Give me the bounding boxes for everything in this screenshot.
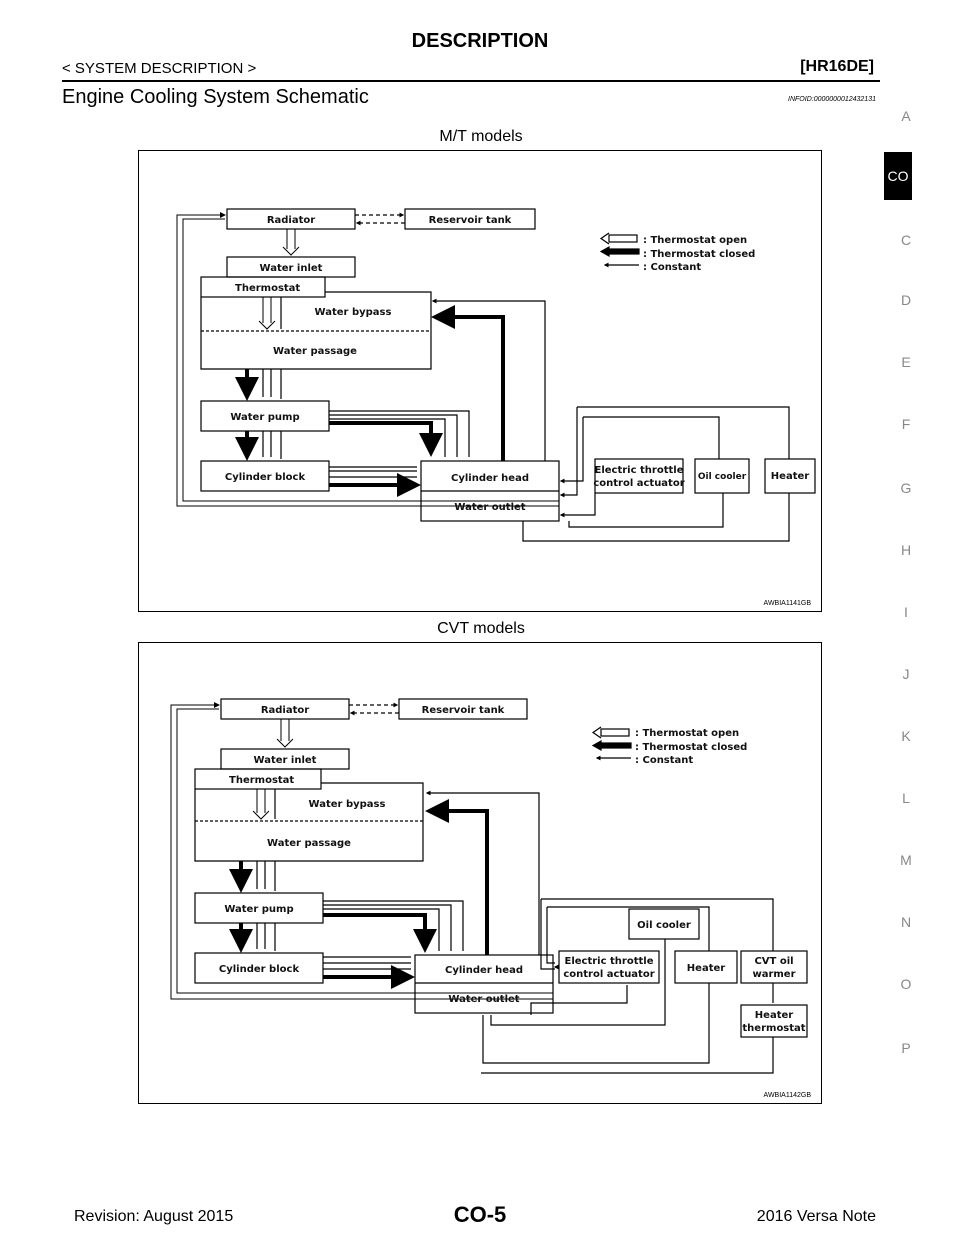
- label-water-inlet: Water inlet: [260, 263, 323, 274]
- side-index-n[interactable]: N: [900, 914, 912, 930]
- label-cylinder-head: Cylinder head: [445, 965, 523, 976]
- figure-id-cvt: AWBIA1142GB: [763, 1092, 811, 1099]
- engine-code: [HR16DE]: [800, 58, 874, 75]
- box-oil-cooler: [694, 458, 750, 494]
- label-throttle-2: control actuator: [593, 478, 684, 489]
- box-cylinder-block: [194, 952, 324, 984]
- box-heater: [674, 950, 738, 984]
- label-thermostat: Thermostat: [235, 283, 300, 294]
- label-radiator: Radiator: [261, 705, 309, 716]
- box-water-passage: [194, 782, 424, 862]
- side-index-j[interactable]: J: [902, 666, 910, 682]
- box-water-pump: [200, 400, 330, 432]
- box-water-pump: [194, 892, 324, 924]
- side-index-e[interactable]: E: [901, 354, 911, 370]
- label-heater-thermostat-1: Heater: [755, 1010, 793, 1021]
- side-index-i[interactable]: I: [904, 604, 908, 620]
- label-throttle-1: Electric throttle: [565, 956, 654, 967]
- box-water-passage: [200, 291, 432, 370]
- legend-closed: : Thermostat closed: [643, 249, 755, 260]
- box-heater-thermostat: [740, 1004, 808, 1038]
- header-rule: [62, 80, 880, 82]
- figure-cvt: Radiator Reservoir tank Water inlet Ther…: [138, 642, 822, 1104]
- side-index-m[interactable]: M: [900, 852, 912, 868]
- label-water-passage: Water passage: [267, 838, 351, 849]
- label-thermostat: Thermostat: [229, 775, 294, 786]
- label-cvt-warmer-2: warmer: [752, 969, 795, 980]
- side-index-f[interactable]: F: [901, 416, 911, 432]
- label-heater: Heater: [771, 471, 809, 482]
- footer-page-number: CO-5: [453, 1202, 507, 1227]
- footer-model: 2016 Versa Note: [756, 1208, 876, 1225]
- label-heater-thermostat-2: thermostat: [742, 1023, 805, 1034]
- box-throttle: [594, 458, 684, 494]
- side-index-c[interactable]: C: [900, 232, 912, 248]
- side-index-l[interactable]: L: [902, 790, 910, 806]
- page-header-title: DESCRIPTION: [411, 30, 549, 52]
- figure-caption-mt: M/T models: [439, 128, 523, 145]
- label-water-inlet: Water inlet: [254, 755, 317, 766]
- label-oil-cooler: Oil cooler: [698, 472, 747, 482]
- side-index-d[interactable]: D: [900, 292, 912, 308]
- section-title: Engine Cooling System Schematic: [62, 86, 369, 108]
- label-throttle-2: control actuator: [563, 969, 654, 980]
- label-radiator: Radiator: [267, 215, 315, 226]
- legend-open-icon: [608, 234, 638, 243]
- box-cylinder-block: [200, 460, 330, 492]
- label-water-passage: Water passage: [273, 346, 357, 357]
- box-radiator: [220, 698, 350, 720]
- box-heater: [764, 458, 816, 494]
- label-water-pump: Water pump: [230, 412, 299, 423]
- label-water-outlet: Water outlet: [448, 994, 519, 1005]
- side-index-k[interactable]: K: [901, 728, 911, 744]
- legend-open: : Thermostat open: [643, 235, 747, 246]
- box-thermostat: [194, 768, 322, 790]
- schematic-cvt: Radiator Reservoir tank Water inlet Ther…: [170, 698, 808, 1074]
- box-oil-cooler: [628, 908, 700, 940]
- label-reservoir: Reservoir tank: [422, 705, 505, 716]
- footer-revision: Revision: August 2015: [74, 1208, 234, 1225]
- label-reservoir: Reservoir tank: [429, 215, 512, 226]
- figure-mt: Radiator Reservoir tank Water inlet Ther…: [138, 150, 822, 612]
- side-index-g[interactable]: G: [900, 480, 912, 496]
- label-cylinder-block: Cylinder block: [225, 472, 306, 483]
- box-radiator: [226, 208, 356, 230]
- box-cvt-warmer: [740, 950, 808, 984]
- figure-id-mt: AWBIA1141GB: [763, 600, 811, 607]
- side-index-p[interactable]: P: [901, 1040, 911, 1056]
- side-index-co[interactable]: CO: [884, 152, 912, 200]
- box-reservoir: [398, 698, 528, 720]
- label-water-outlet: Water outlet: [454, 502, 525, 513]
- label-oil-cooler: Oil cooler: [637, 920, 691, 931]
- label-water-pump: Water pump: [224, 904, 293, 915]
- figure-caption-cvt: CVT models: [437, 620, 525, 637]
- box-reservoir: [404, 208, 536, 230]
- legend-constant: : Constant: [635, 755, 693, 766]
- box-cylinder-head: [414, 954, 554, 1014]
- breadcrumb: < SYSTEM DESCRIPTION >: [62, 60, 257, 77]
- schematic-mt: Radiator Reservoir tank Water inlet Ther…: [176, 208, 816, 542]
- legend-constant: : Constant: [643, 262, 701, 273]
- side-index-h[interactable]: H: [900, 542, 912, 558]
- label-cylinder-block: Cylinder block: [219, 964, 300, 975]
- label-cvt-warmer-1: CVT oil: [754, 956, 793, 967]
- side-index-a[interactable]: A: [901, 108, 911, 124]
- label-cylinder-head: Cylinder head: [451, 473, 529, 484]
- side-index-o[interactable]: O: [900, 976, 912, 992]
- info-id: INFOID:0000000012432131: [788, 96, 876, 103]
- label-throttle-1: Electric throttle: [595, 465, 684, 476]
- legend-closed: : Thermostat closed: [635, 742, 747, 753]
- label-heater: Heater: [687, 963, 725, 974]
- legend-open: : Thermostat open: [635, 728, 739, 739]
- label-water-bypass: Water bypass: [315, 307, 392, 318]
- label-water-bypass: Water bypass: [309, 799, 386, 810]
